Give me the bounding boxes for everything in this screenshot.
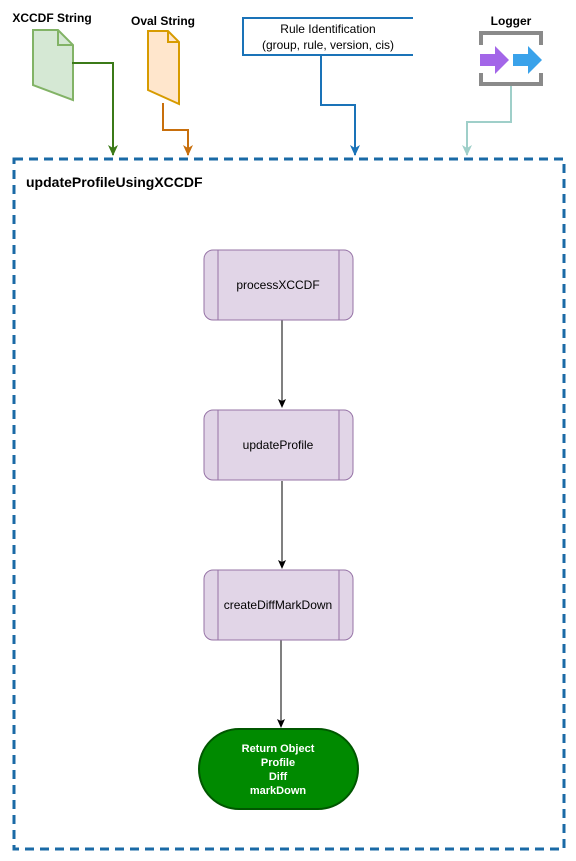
rule-arrow: [320, 55, 360, 156]
rule-label-line1: Rule Identification: [280, 22, 375, 36]
result-terminator: Return Object Profile Diff markDown: [198, 728, 359, 810]
step-process-xccdf-label: processXCCDF: [236, 278, 319, 292]
result-line-profile: Profile: [261, 757, 295, 769]
function-container: [12, 157, 566, 851]
xccdf-label: XCCDF String: [12, 11, 91, 25]
oval-arrow: [162, 103, 193, 156]
xccdf-document-icon: [32, 29, 74, 102]
step-update-profile-label: updateProfile: [243, 438, 314, 452]
xccdf-arrow: [72, 62, 118, 156]
logger-arrow: [462, 86, 512, 156]
logger-icon: [479, 31, 543, 86]
result-line-return-object: Return Object: [242, 743, 315, 755]
logger-input: Logger: [462, 14, 543, 156]
step-create-diff-markdown: createDiffMarkDown: [203, 569, 354, 641]
function-title: updateProfileUsingXCCDF: [26, 174, 203, 190]
result-line-diff: Diff: [269, 771, 288, 783]
oval-label: Oval String: [131, 14, 195, 28]
xccdf-input: XCCDF String: [12, 11, 118, 156]
rule-identification-input: Rule Identification (group, rule, versio…: [242, 17, 413, 156]
rule-box-border: [242, 17, 413, 56]
rule-label-line2: (group, rule, version, cis): [262, 38, 394, 52]
oval-input: Oval String: [131, 14, 195, 156]
step-process-xccdf: processXCCDF: [203, 249, 354, 321]
logger-label: Logger: [491, 14, 532, 28]
step-create-diff-markdown-label: createDiffMarkDown: [224, 598, 332, 612]
step-update-profile: updateProfile: [203, 409, 354, 481]
result-line-markdown: markDown: [250, 785, 307, 797]
oval-document-icon: [147, 30, 180, 106]
